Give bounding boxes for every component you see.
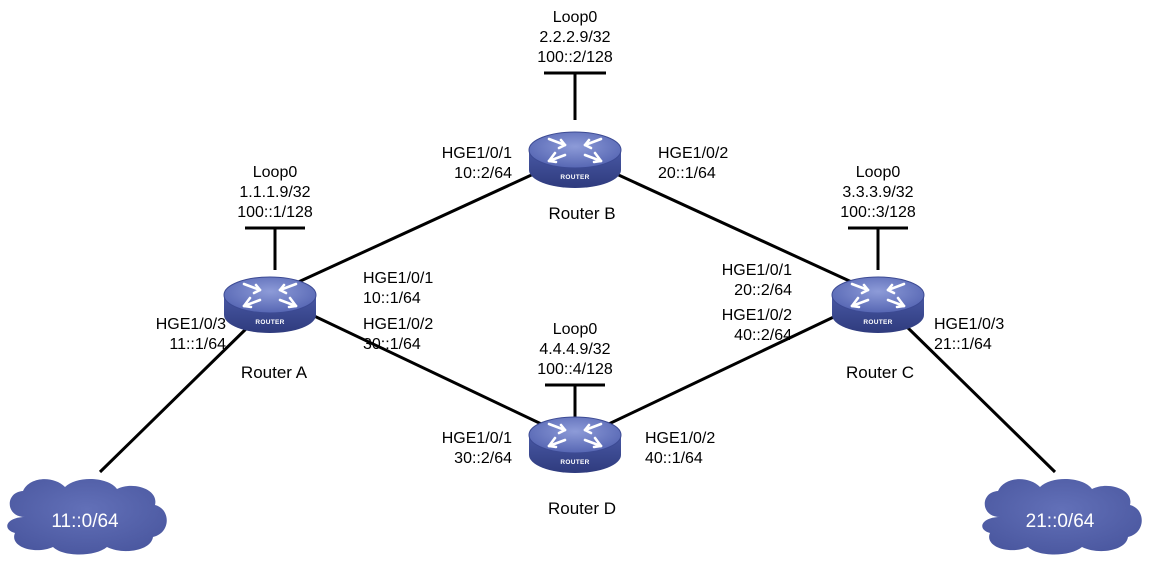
if-left-name-b: HGE1/0/1 <box>442 145 512 162</box>
link-a-net-left <box>98 323 252 474</box>
if-left-name-d: HGE1/0/1 <box>442 430 512 447</box>
loop-name-c: Loop0 <box>856 164 901 181</box>
network-label-right: 21::0/64 <box>1026 511 1095 532</box>
loop-ipv6-b: 100::2/128 <box>537 49 613 66</box>
if-up-name-a: HGE1/0/1 <box>363 270 433 287</box>
router-tag: ROUTER <box>560 459 589 466</box>
if-host-addr-c: 21::1/64 <box>934 336 992 353</box>
router-name-c: Router C <box>846 363 914 382</box>
if-host-addr-a: 11::1/64 <box>169 336 226 353</box>
loop-ipv6-d: 100::4/128 <box>537 361 613 378</box>
link-a-d <box>269 293 576 442</box>
if-down-name-c: HGE1/0/2 <box>722 307 792 324</box>
router-tag: ROUTER <box>863 319 892 326</box>
loop-ipv4-d: 4.4.4.9/32 <box>539 341 610 358</box>
network-cloud-left: 11::0/64 <box>7 478 167 555</box>
if-host-name-a: HGE1/0/3 <box>156 316 226 333</box>
router-tag: ROUTER <box>560 174 589 181</box>
if-right-name-d: HGE1/0/2 <box>645 430 715 447</box>
router-name-b: Router B <box>548 204 615 223</box>
if-left-addr-b: 10::2/64 <box>454 165 512 182</box>
loop-ipv4-c: 3.3.3.9/32 <box>842 184 913 201</box>
loop-ipv4-b: 2.2.2.9/32 <box>539 29 610 46</box>
loopback-stubs <box>245 71 908 420</box>
network-cloud-right: 21::0/64 <box>982 478 1142 555</box>
if-left-addr-d: 30::2/64 <box>454 450 512 467</box>
router-tag: ROUTER <box>255 319 284 326</box>
router-c: ROUTER <box>830 275 926 335</box>
link-d-c <box>574 293 881 442</box>
link-b-c <box>574 153 881 297</box>
if-host-name-c: HGE1/0/3 <box>934 316 1004 333</box>
links <box>98 153 1057 474</box>
if-up-addr-c: 20::2/64 <box>734 282 792 299</box>
network-label-left: 11::0/64 <box>51 511 119 532</box>
router-a-labels: Loop0 1.1.1.9/32 100::1/128 HGE1/0/1 10:… <box>156 164 434 382</box>
if-down-addr-c: 40::2/64 <box>734 327 792 344</box>
router-d-labels: Loop0 4.4.4.9/32 100::4/128 HGE1/0/1 30:… <box>442 321 716 518</box>
router-b: ROUTER <box>527 130 623 190</box>
loop-name-d: Loop0 <box>553 321 598 338</box>
loop-ipv6-a: 100::1/128 <box>237 204 313 221</box>
link-a-b <box>269 153 576 297</box>
if-right-addr-d: 40::1/64 <box>645 450 703 467</box>
loop-name-b: Loop0 <box>553 9 598 26</box>
loop-name-a: Loop0 <box>253 164 298 181</box>
router-a: ROUTER <box>222 275 318 335</box>
if-right-name-b: HGE1/0/2 <box>658 145 728 162</box>
link-c-net-right <box>903 323 1057 474</box>
router-name-a: Router A <box>241 363 308 382</box>
router-b-labels: Loop0 2.2.2.9/32 100::2/128 HGE1/0/1 10:… <box>442 9 729 223</box>
loop-ipv4-a: 1.1.1.9/32 <box>239 184 310 201</box>
router-d: ROUTER <box>527 415 623 475</box>
if-up-addr-a: 10::1/64 <box>363 290 421 307</box>
if-right-addr-b: 20::1/64 <box>658 165 716 182</box>
if-down-name-a: HGE1/0/2 <box>363 316 433 333</box>
loop-ipv6-c: 100::3/128 <box>840 204 916 221</box>
router-name-d: Router D <box>548 499 616 518</box>
if-down-addr-a: 30::1/64 <box>363 336 421 353</box>
router-c-labels: Loop0 3.3.3.9/32 100::3/128 HGE1/0/1 20:… <box>722 164 1005 382</box>
if-up-name-c: HGE1/0/1 <box>722 262 792 279</box>
